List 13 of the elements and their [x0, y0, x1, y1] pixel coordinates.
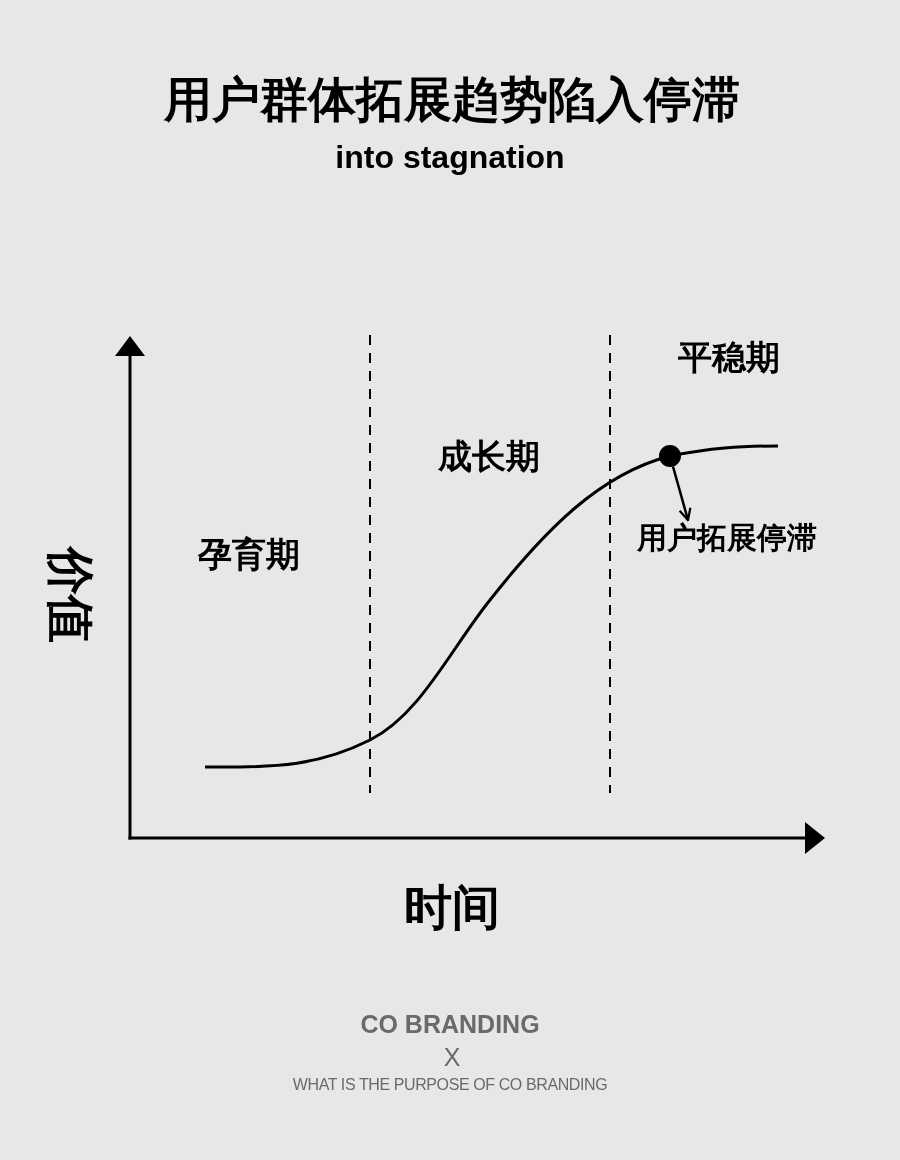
curve-point-dot: [659, 445, 681, 467]
callout-text: 用户拓展停滞: [637, 520, 817, 556]
phase-label: 平稳期: [678, 336, 780, 378]
footer-heading: CO BRANDING: [360, 1009, 540, 1039]
phase-label: 成长期: [438, 435, 540, 477]
y-axis-label: 价值: [42, 547, 98, 643]
phase-label: 孕育期: [198, 533, 300, 575]
footer-text: WHAT IS THE PURPOSE OF CO BRANDING: [292, 1075, 608, 1095]
subtitle: into stagnation: [335, 137, 565, 177]
chart-title: 用户群体拓展趋势陷入停滞: [164, 72, 740, 129]
arrow: [671, 466, 692, 522]
x-axis-label: 时间: [404, 880, 500, 937]
footer-separator: X: [443, 1042, 461, 1072]
